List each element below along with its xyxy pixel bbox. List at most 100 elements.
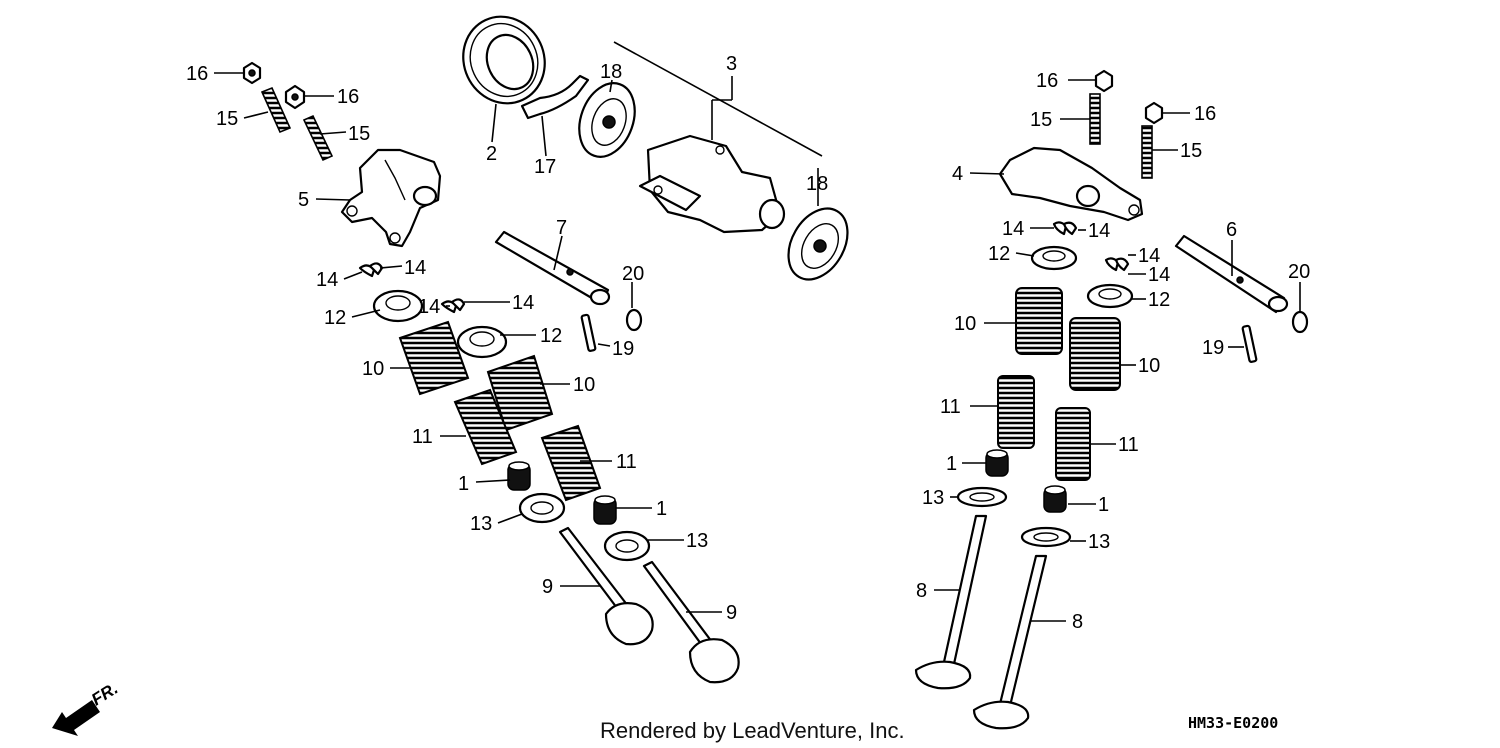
callout-18: 18 bbox=[806, 173, 828, 195]
stem-seal-1-right-a bbox=[985, 449, 1009, 477]
outer-spring-10-left-b bbox=[486, 354, 554, 432]
inner-spring-11-left-b bbox=[540, 424, 602, 502]
callout-13: 13 bbox=[470, 513, 492, 535]
callout-9: 9 bbox=[726, 602, 737, 624]
callout-14: 14 bbox=[1148, 264, 1170, 286]
callout-12: 12 bbox=[988, 243, 1010, 265]
nut-16-left-a bbox=[242, 61, 262, 85]
cotter-14-left-a bbox=[358, 262, 384, 278]
stud-15-left-a bbox=[260, 86, 292, 134]
nut-16-right-a bbox=[1094, 69, 1114, 93]
stopper-plate-17 bbox=[520, 74, 590, 120]
inner-spring-11-right-b bbox=[1055, 407, 1091, 481]
rocker-arm-5 bbox=[340, 148, 442, 248]
callout-14: 14 bbox=[1002, 218, 1024, 240]
valve-9-left-a bbox=[558, 526, 654, 646]
callout-15: 15 bbox=[1180, 140, 1202, 162]
pin-19-left bbox=[580, 313, 597, 352]
callout-10: 10 bbox=[1138, 355, 1160, 377]
inner-spring-11-right-a bbox=[997, 375, 1035, 449]
outer-spring-10-right-b bbox=[1069, 317, 1121, 391]
callout-16: 16 bbox=[1194, 103, 1216, 125]
stem-seal-1-left-a bbox=[507, 461, 531, 491]
outer-spring-10-left-a bbox=[398, 320, 470, 396]
retainer-12-left-a bbox=[372, 289, 424, 323]
callout-3: 3 bbox=[726, 53, 737, 75]
valve-8-right-b bbox=[972, 554, 1048, 730]
cotter-14-left-b bbox=[440, 298, 466, 314]
callout-1: 1 bbox=[458, 473, 469, 495]
diagram-code: HM33-E0200 bbox=[1188, 714, 1278, 732]
stud-15-right-b bbox=[1141, 125, 1153, 179]
washer-13-left-b bbox=[603, 530, 651, 562]
oil-seal-2 bbox=[462, 15, 546, 105]
bearing-18-a bbox=[578, 82, 636, 158]
callout-19: 19 bbox=[1202, 337, 1224, 359]
camshaft-3 bbox=[638, 134, 786, 234]
callout-12: 12 bbox=[540, 325, 562, 347]
callout-15: 15 bbox=[1030, 109, 1052, 131]
callout-15: 15 bbox=[348, 123, 370, 145]
stem-seal-1-left-b bbox=[593, 495, 617, 525]
callout-10: 10 bbox=[573, 374, 595, 396]
callout-17: 17 bbox=[534, 156, 556, 178]
bearing-18-b bbox=[787, 207, 849, 281]
front-direction-arrow bbox=[52, 700, 100, 736]
callout-16: 16 bbox=[1036, 70, 1058, 92]
callout-12: 12 bbox=[1148, 289, 1170, 311]
leader-lines bbox=[214, 41, 1301, 622]
callout-8: 8 bbox=[916, 580, 927, 602]
cotter-14-right-a bbox=[1052, 221, 1078, 236]
callout-4: 4 bbox=[952, 163, 963, 185]
callout-16: 16 bbox=[337, 86, 359, 108]
callout-19: 19 bbox=[612, 338, 634, 360]
callout-14: 14 bbox=[418, 296, 440, 318]
callout-1: 1 bbox=[946, 453, 957, 475]
callout-12: 12 bbox=[324, 307, 346, 329]
o-ring-20-right bbox=[1291, 310, 1309, 334]
washer-13-right-a bbox=[956, 486, 1008, 508]
callout-8: 8 bbox=[1072, 611, 1083, 633]
callout-20: 20 bbox=[1288, 261, 1310, 283]
callout-13: 13 bbox=[922, 487, 944, 509]
washer-13-right-b bbox=[1020, 526, 1072, 548]
callout-9: 9 bbox=[542, 576, 553, 598]
nut-16-left-b bbox=[284, 84, 306, 110]
retainer-12-right-a bbox=[1030, 245, 1078, 271]
valve-9-left-b bbox=[642, 560, 740, 684]
retainer-12-left-b bbox=[456, 325, 508, 359]
o-ring-20-left bbox=[625, 308, 643, 332]
rocker-shaft-7 bbox=[494, 230, 611, 306]
stud-15-left-b bbox=[302, 114, 334, 162]
inner-spring-11-left-a bbox=[453, 388, 518, 466]
callout-11: 11 bbox=[412, 426, 433, 448]
callout-2: 2 bbox=[486, 143, 497, 165]
callout-11: 11 bbox=[940, 396, 961, 418]
callout-14: 14 bbox=[512, 292, 534, 314]
cotter-14-right-b bbox=[1104, 257, 1130, 272]
valve-8-right-a bbox=[914, 514, 988, 690]
washer-13-left-a bbox=[518, 492, 566, 524]
rocker-arm-4 bbox=[998, 146, 1144, 222]
stud-15-right-a bbox=[1089, 93, 1101, 145]
callouts: 16 16 15 15 5 14 14 12 14 14 12 10 10 11… bbox=[186, 53, 1310, 633]
callout-13: 13 bbox=[686, 530, 708, 552]
callout-10: 10 bbox=[954, 313, 976, 335]
callout-11: 11 bbox=[1118, 434, 1139, 456]
callout-18: 18 bbox=[600, 61, 622, 83]
nut-16-right-b bbox=[1144, 101, 1164, 125]
callout-6: 6 bbox=[1226, 219, 1237, 241]
outer-spring-10-right-a bbox=[1015, 287, 1063, 355]
callout-11: 11 bbox=[616, 451, 637, 473]
callout-5: 5 bbox=[298, 189, 309, 211]
callout-10: 10 bbox=[362, 358, 384, 380]
callout-20: 20 bbox=[622, 263, 644, 285]
callout-14: 14 bbox=[404, 257, 426, 279]
callout-14: 14 bbox=[316, 269, 338, 291]
footer-credit: Rendered by LeadVenture, Inc. bbox=[600, 718, 905, 743]
callout-1: 1 bbox=[656, 498, 667, 520]
callout-14: 14 bbox=[1088, 220, 1110, 242]
stem-seal-1-right-b bbox=[1043, 485, 1067, 513]
callout-16: 16 bbox=[186, 63, 208, 85]
